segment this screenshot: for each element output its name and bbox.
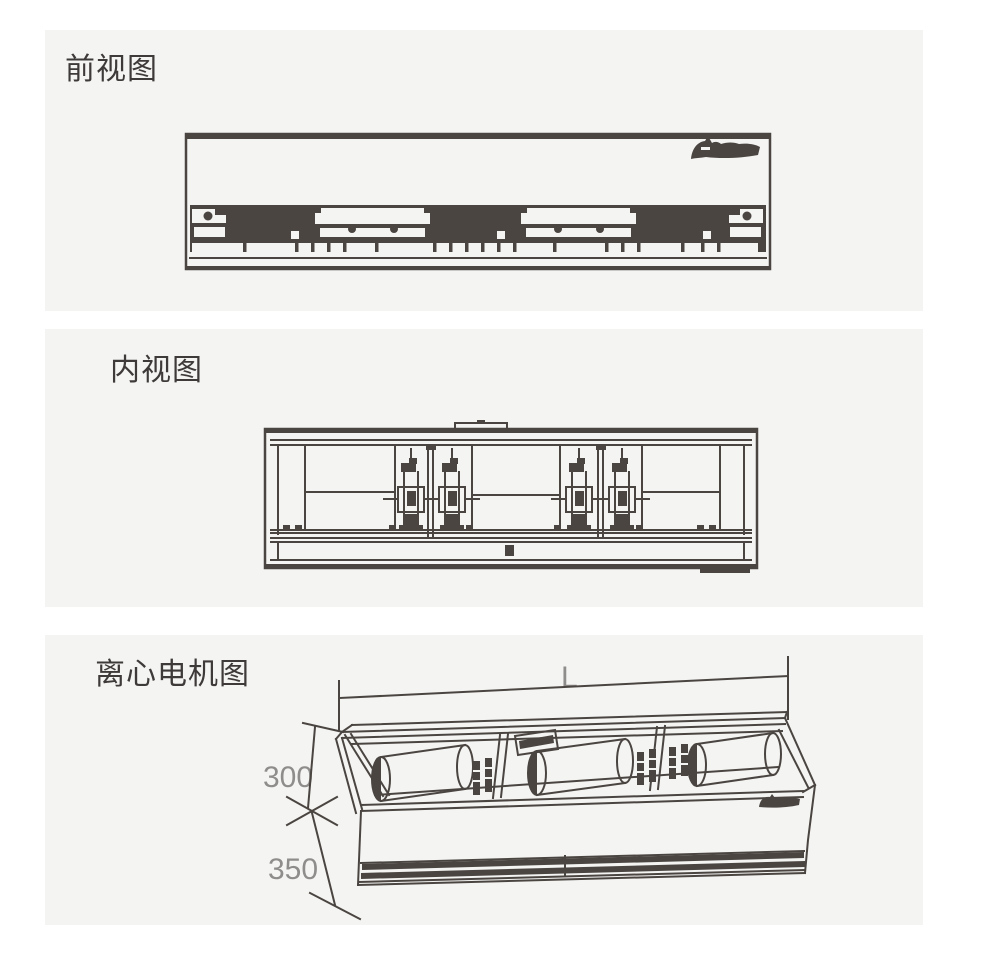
brand-logo-icon bbox=[691, 136, 760, 159]
screw-icon bbox=[203, 211, 213, 221]
frame-rails bbox=[270, 439, 752, 561]
front-view-drawing bbox=[184, 132, 772, 271]
motor-assembly bbox=[383, 448, 439, 530]
motor-view-drawing: L 300 350 bbox=[263, 656, 817, 921]
fan-drum bbox=[527, 737, 634, 797]
casing-outline bbox=[263, 420, 759, 573]
casing-isometric bbox=[334, 710, 817, 887]
brand-logo-icon bbox=[759, 794, 800, 808]
internal-view-drawing bbox=[263, 420, 759, 573]
front-view-title: 前视图 bbox=[65, 53, 158, 86]
dimension-upper-height: 300 bbox=[263, 721, 345, 827]
frame-marks bbox=[283, 445, 716, 556]
outlet-slot-row bbox=[192, 243, 758, 252]
bottom-tab bbox=[700, 568, 750, 573]
dim-350-label: 350 bbox=[268, 853, 318, 886]
motor-assembly bbox=[594, 448, 650, 530]
motor-mount bbox=[473, 758, 492, 795]
motor-mount bbox=[637, 749, 656, 785]
fan-drum bbox=[687, 731, 782, 788]
motor-assembly bbox=[424, 448, 480, 530]
dimension-lower-height: 350 bbox=[268, 811, 362, 921]
front-view-panel: 前视图 bbox=[45, 30, 923, 311]
motor-view-panel: 离心电机图 L 300 350 bbox=[45, 635, 923, 925]
internal-view-title: 内视图 bbox=[110, 354, 203, 387]
motor-view-title: 离心电机图 bbox=[95, 658, 250, 691]
dimension-length: L bbox=[338, 656, 790, 731]
outlet-grille bbox=[190, 205, 766, 252]
motor-mount bbox=[669, 744, 688, 779]
fan-drum bbox=[371, 743, 474, 803]
dim-300-label: 300 bbox=[263, 761, 313, 794]
air-curtain-front-outline bbox=[184, 132, 772, 271]
dim-length-label: L bbox=[561, 661, 578, 694]
internal-view-panel: 内视图 bbox=[45, 329, 923, 607]
outlet-louver bbox=[357, 849, 807, 884]
screw-icon bbox=[742, 211, 752, 221]
